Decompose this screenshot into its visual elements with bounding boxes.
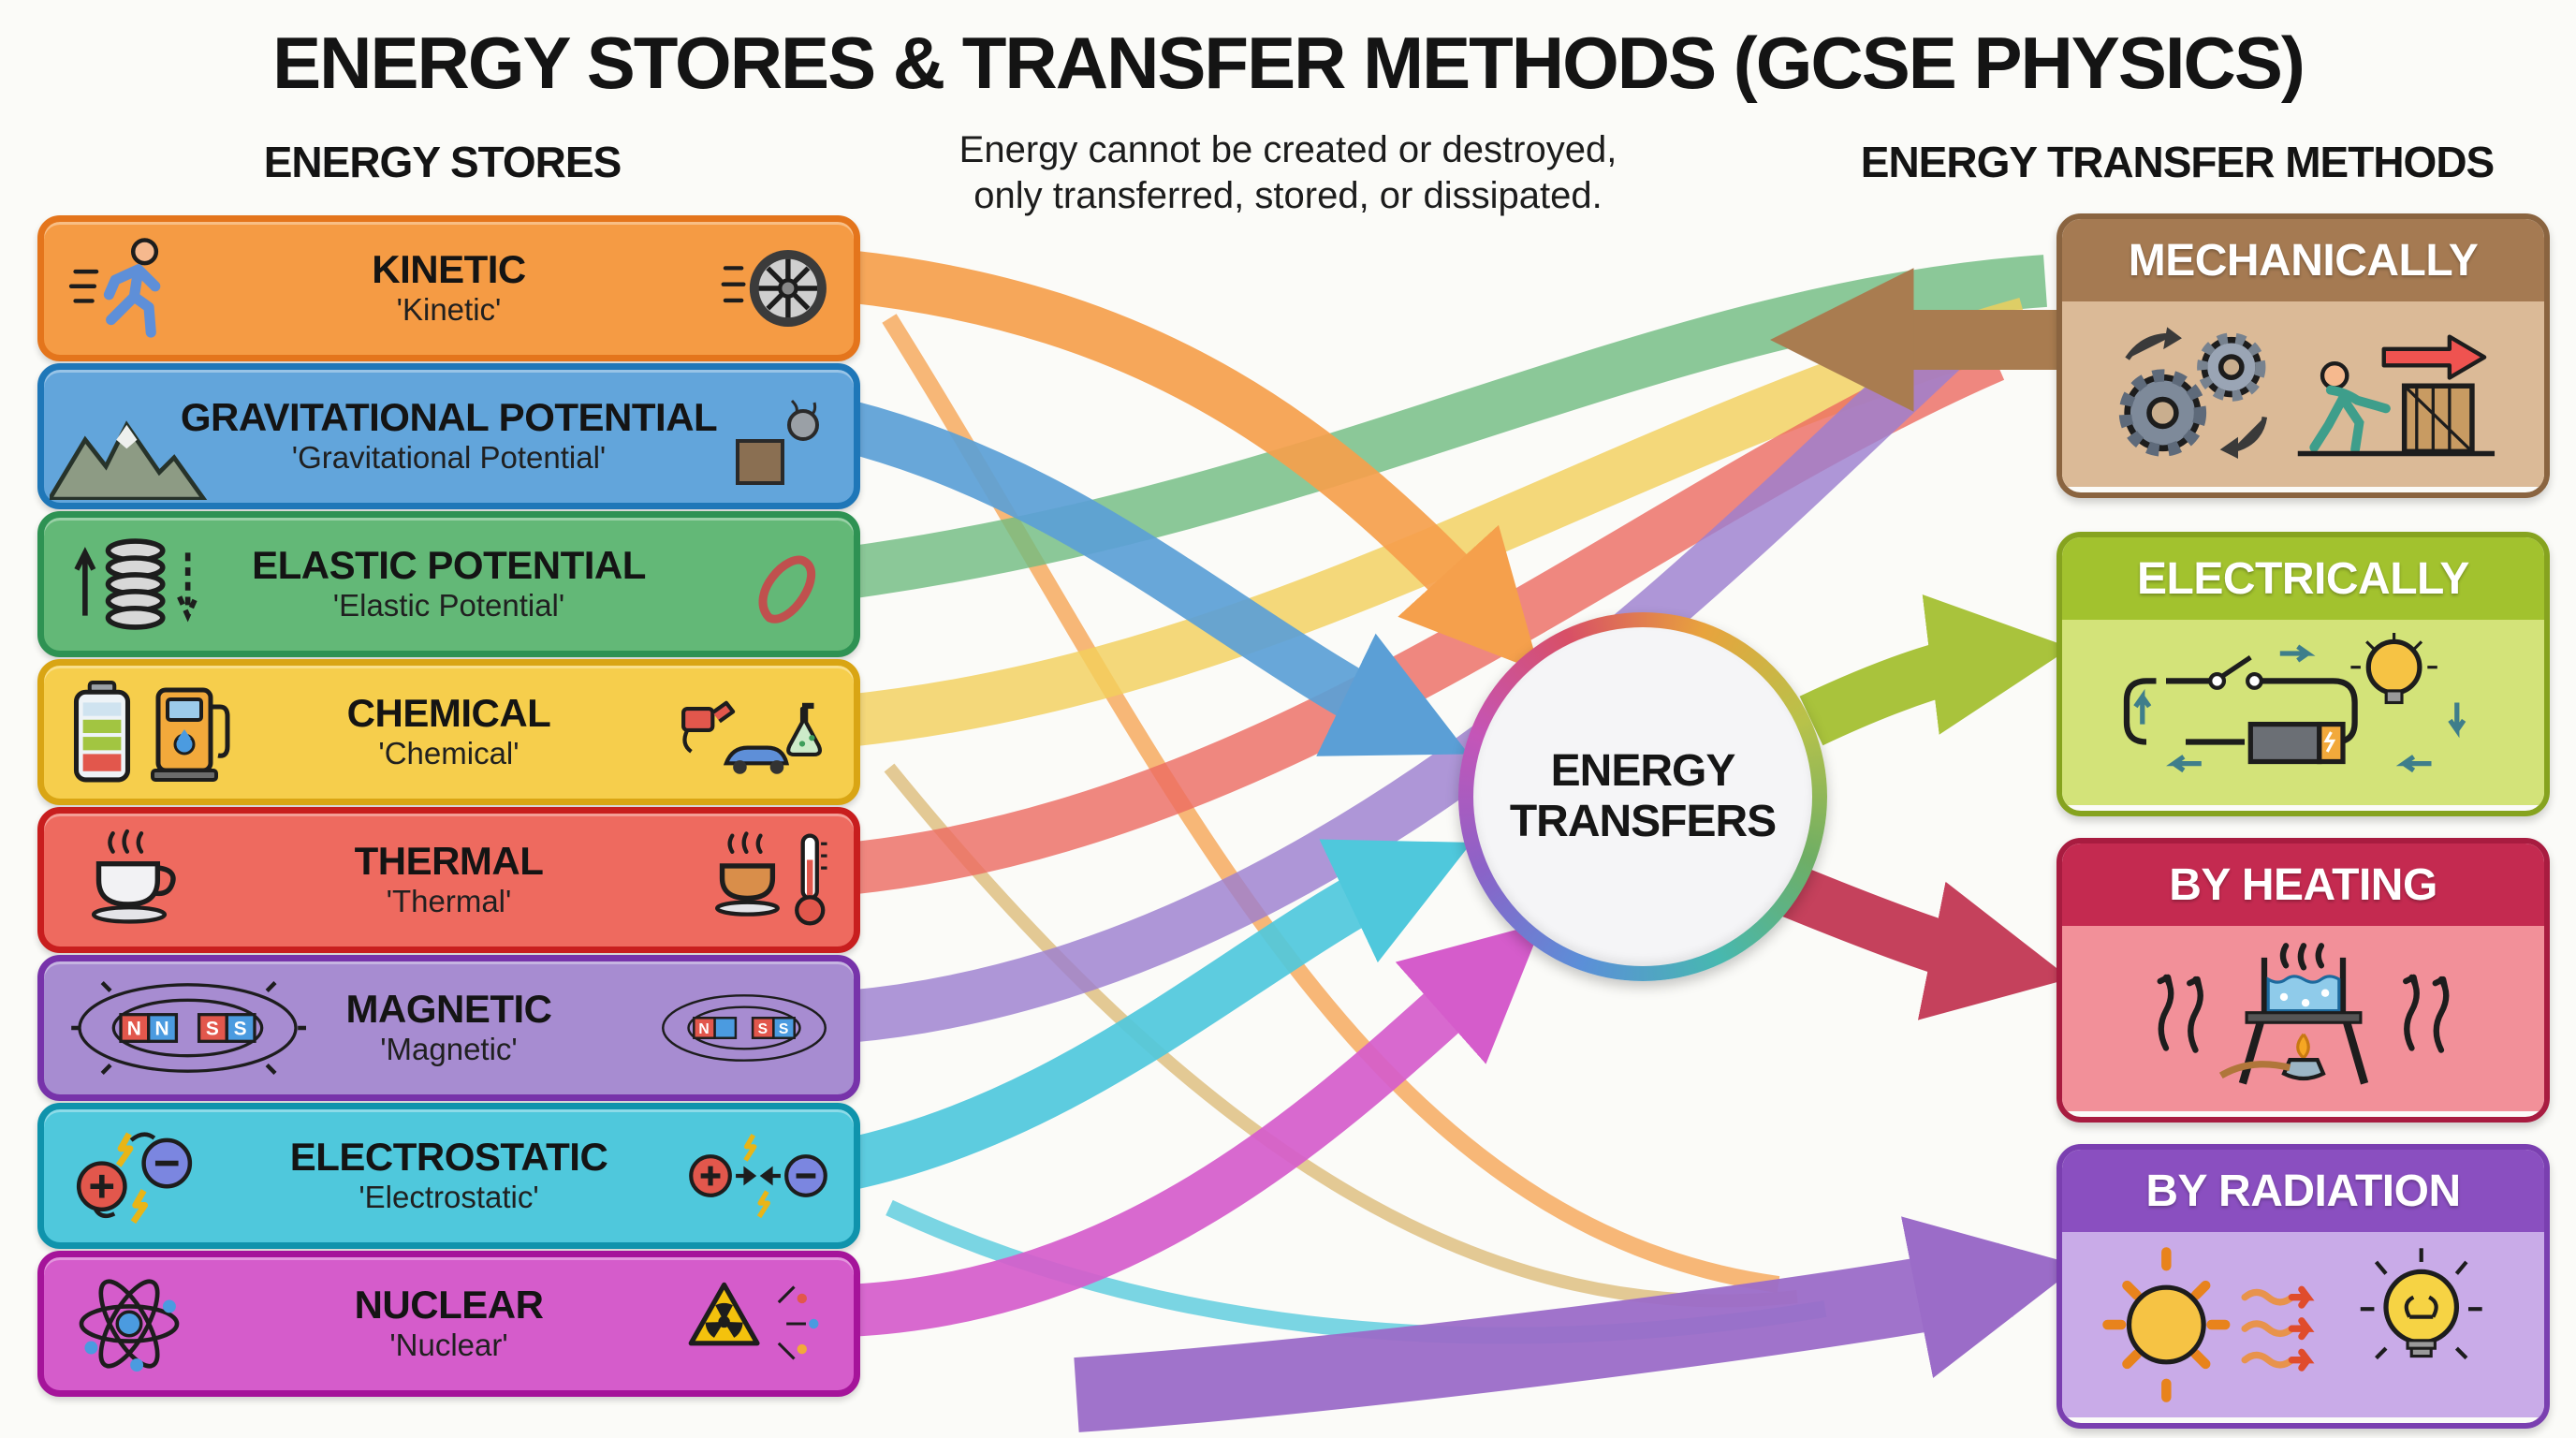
energy-transfers-circle: ENERGY TRANSFERS: [1458, 612, 1827, 981]
method-mechanically: MECHANICALLY: [2056, 213, 2550, 498]
store-nickname: 'Kinetic': [396, 292, 502, 328]
store-nickname: 'Nuclear': [389, 1328, 508, 1363]
circuit-icon: [2107, 633, 2500, 792]
sun-radiation-bulb-icon: [2098, 1245, 2510, 1404]
store-nickname: 'Elastic Potential': [332, 588, 565, 624]
store-electrostatic: ELECTROSTATIC 'Electrostatic': [37, 1103, 860, 1249]
magnet-field-icon-small: N S S: [655, 981, 833, 1075]
method-by-radiation: BY RADIATION: [2056, 1144, 2550, 1429]
spring-icon: [68, 532, 209, 637]
store-name: THERMAL: [354, 838, 544, 883]
magnet-field-icon: N N S S: [68, 976, 307, 1079]
store-name: CHEMICAL: [346, 690, 551, 735]
store-nickname: 'Chemical': [378, 736, 520, 771]
flow-gravitational: [841, 400, 1469, 756]
store-nickname: 'Gravitational Potential': [291, 440, 607, 476]
wheel-icon: [721, 238, 833, 339]
arrow-to-radiation: [1074, 1216, 2079, 1432]
arrow-to-electrically: [1799, 594, 2071, 746]
subtitle-line-2: only transferred, stored, or dissipated.: [973, 174, 1603, 216]
magnet-label-s2: S: [234, 1019, 247, 1040]
svg-text:S: S: [758, 1021, 768, 1037]
mountain-icon: [50, 406, 227, 500]
store-name: ELASTIC POTENTIAL: [252, 542, 646, 587]
flow-nuclear: [845, 922, 1544, 1337]
method-by-heating: BY HEATING: [2056, 838, 2550, 1123]
store-nickname: 'Electrostatic': [359, 1180, 539, 1215]
method-electrically: ELECTRICALLY: [2056, 532, 2550, 816]
store-name: NUCLEAR: [354, 1282, 544, 1327]
conservation-subtitle: Energy cannot be created or destroyed, o…: [820, 127, 1756, 219]
fuel-nozzle-car-flask-icon: [674, 683, 833, 781]
store-name: ELECTROSTATIC: [289, 1134, 608, 1179]
circle-label-line2: TRANSFERS: [1509, 797, 1777, 846]
store-name: GRAVITATIONAL POTENTIAL: [180, 394, 718, 439]
tea-and-thermometer-icon: [702, 829, 833, 931]
store-gravitational-potential: GRAVITATIONAL POTENTIAL 'Gravitational P…: [37, 363, 860, 509]
store-name: MAGNETIC: [345, 986, 553, 1031]
person-pushing-crate-icon: [2290, 319, 2505, 469]
circle-label-line1: ENERGY: [1550, 746, 1736, 797]
method-header: BY RADIATION: [2062, 1150, 2544, 1232]
flow-kinetic: [843, 250, 1541, 672]
left-column-header: ENERGY STORES: [263, 138, 622, 186]
battery-icon: [73, 681, 131, 783]
magnet-label-n1: N: [127, 1019, 141, 1040]
store-elastic-potential: ELASTIC POTENTIAL 'Elastic Potential': [37, 511, 860, 657]
cliff-rock-icon: [730, 388, 833, 485]
store-thermal: THERMAL 'Thermal': [37, 807, 860, 953]
page-title: ENERGY STORES & TRANSFER METHODS (GCSE P…: [272, 22, 2305, 104]
svg-text:N: N: [698, 1021, 709, 1037]
magnet-label-s1: S: [206, 1019, 219, 1040]
store-kinetic: KINETIC 'Kinetic': [37, 215, 860, 361]
flow-electrostatic: [842, 839, 1472, 1191]
store-magnetic: N N S S MAGNETIC 'Magnetic' N S S: [37, 955, 860, 1101]
battery-and-fuel-pump-icon: [68, 680, 239, 785]
charges-attraction-icon: [683, 1127, 833, 1225]
method-header: MECHANICALLY: [2062, 219, 2544, 301]
right-column-header: ENERGY TRANSFER METHODS: [1860, 138, 2495, 186]
gears-icon: [2102, 319, 2290, 469]
svg-text:S: S: [779, 1021, 788, 1037]
charges-icon: [68, 1123, 209, 1228]
radiation-warning-icon: [683, 1275, 833, 1372]
rubber-band-icon: [739, 536, 833, 633]
runner-icon: [68, 236, 185, 341]
method-header: BY HEATING: [2062, 844, 2544, 926]
heating-beaker-icon: [2107, 939, 2500, 1098]
magnet-label-n2: N: [154, 1019, 168, 1040]
store-nickname: 'Thermal': [386, 884, 512, 919]
store-name: KINETIC: [372, 246, 526, 291]
store-chemical: CHEMICAL 'Chemical': [37, 659, 860, 805]
arrow-to-heating: [1778, 864, 2071, 1020]
fuel-pump-icon: [151, 687, 230, 782]
method-header: ELECTRICALLY: [2062, 537, 2544, 620]
subtitle-line-1: Energy cannot be created or destroyed,: [959, 129, 1617, 170]
store-nickname: 'Magnetic': [380, 1032, 518, 1067]
atom-icon: [68, 1269, 190, 1378]
store-nuclear: NUCLEAR 'Nuclear': [37, 1251, 860, 1397]
steaming-cup-icon: [68, 828, 190, 932]
